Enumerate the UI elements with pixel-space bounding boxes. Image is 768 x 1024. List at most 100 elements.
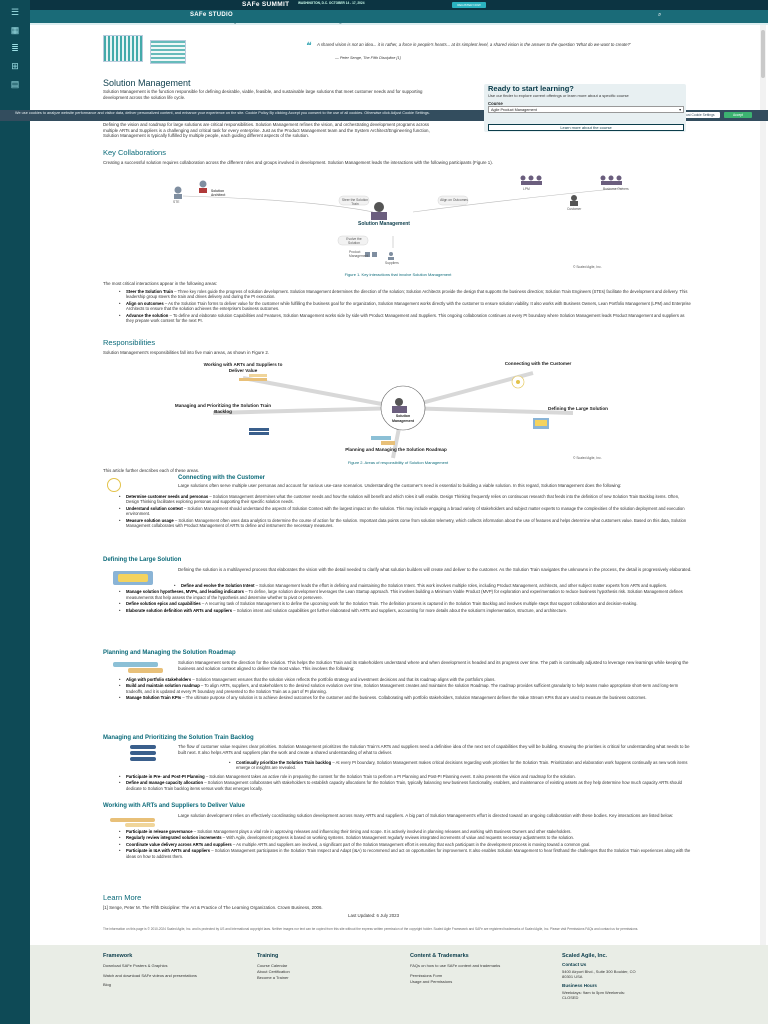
course-finder-subtitle: Use our finder to explore current offeri… bbox=[488, 93, 629, 98]
list-item: Align with portfolio stakeholders – Solu… bbox=[118, 677, 693, 683]
backlog-bullet-list-2: Participate in Pre- and Post-PI Planning… bbox=[118, 774, 693, 792]
footer-company-title: Scaled Agile, Inc. bbox=[562, 953, 608, 959]
figure-2-caption: Figure 2. Areas of responsibility of Sol… bbox=[347, 460, 449, 465]
footer-link[interactable]: Course Calendar bbox=[257, 963, 288, 968]
big-picture-icon[interactable]: ▦ bbox=[10, 25, 20, 35]
list-item: Determine customer needs and personas – … bbox=[118, 494, 693, 505]
list-item: Steer the Solution Train – Three key rol… bbox=[118, 289, 693, 300]
cookie-settings-button[interactable]: Adjust Cookie Settings bbox=[676, 112, 720, 118]
fig1-align-label: Align on Outcomes bbox=[440, 198, 468, 202]
book-icon[interactable]: ▤ bbox=[10, 79, 20, 89]
reference-1: [1] Senge, Peter M. The Fifth Discipline… bbox=[103, 905, 323, 910]
list-item: Elaborate solution definition with ARTs … bbox=[118, 608, 693, 614]
solution-icon-inner bbox=[118, 574, 148, 582]
footer-link[interactable]: Download SAFe Posters & Graphics bbox=[103, 963, 168, 968]
figure-2-svg bbox=[212, 371, 574, 459]
figure-1-svg bbox=[174, 175, 624, 260]
arts-icon bbox=[110, 818, 155, 822]
backlog-icon-3 bbox=[130, 757, 156, 761]
grid-icon[interactable]: ⊞ bbox=[11, 61, 19, 71]
backlog-icon-2 bbox=[130, 751, 156, 755]
footer-contact-title: Contact Us bbox=[562, 962, 587, 967]
figure-2-responsibilities: Working with ARTs and Suppliers to Deliv… bbox=[103, 358, 693, 463]
footer-address: 5400 Airport Blvd., Suite 300 Boulder, C… bbox=[562, 969, 636, 980]
backlog-bullet-list-1: Continually prioritize the Solution Trai… bbox=[228, 760, 693, 772]
footer-framework-title: Framework bbox=[103, 953, 133, 959]
page-title: Solution Management bbox=[103, 78, 191, 88]
define-text: Defining the solution is a multilayered … bbox=[178, 567, 692, 572]
list-item: Manage Solution Train KPIs – The ultimat… bbox=[118, 695, 693, 701]
fig2-area-customer: Connecting with the Customer bbox=[504, 361, 572, 366]
footer-link[interactable]: Permissions Form bbox=[410, 973, 443, 978]
roadmap-icon bbox=[113, 662, 158, 667]
list-item: Regularly review integrated solution inc… bbox=[118, 835, 693, 841]
backlog-text: The flow of customer value requires clea… bbox=[178, 744, 690, 755]
learn-more-course-button[interactable]: Learn more about the course bbox=[488, 124, 684, 131]
intro-paragraph-2: Defining the vision and roadmap for larg… bbox=[103, 122, 430, 139]
summit-banner: SAFe SUMMIT WASHINGTON, D.C. OCTOBER 14 … bbox=[30, 0, 768, 10]
list-item: Define and manage capacity allocation – … bbox=[118, 780, 693, 791]
footer-hours-title: Business Hours bbox=[562, 983, 597, 988]
brand-logo[interactable]: SAFe STUDIO bbox=[190, 12, 233, 18]
course-finder-panel: Ready to start learning? Use our finder … bbox=[484, 84, 686, 132]
solution-train-thumbnail[interactable] bbox=[150, 40, 186, 64]
arts-icon-2 bbox=[125, 823, 155, 827]
left-rail: ☰ ▦ ≣ ⊞ ▤ bbox=[0, 0, 30, 1024]
quote-author: — Peter Senge, The Fifth Discipline [1] bbox=[335, 56, 401, 60]
footer-link[interactable]: Usage and Permissions bbox=[410, 979, 453, 984]
cookie-accept-button[interactable]: Accept bbox=[724, 112, 752, 118]
roadmap-icon-2 bbox=[128, 668, 163, 673]
section-learn-more: Learn More bbox=[103, 893, 142, 902]
resp-text: Solution Management's responsibilities f… bbox=[103, 350, 270, 355]
footer-link[interactable]: Become a Trainer bbox=[257, 975, 289, 980]
footer-link[interactable]: FAQs on how to use SAFe content and trad… bbox=[410, 963, 501, 968]
fig2-area-backlog: Managing and Prioritizing the Solution T… bbox=[174, 403, 272, 414]
list-item: Advance the solution – To define and ela… bbox=[118, 313, 693, 324]
cookie-text: We use cookies to analyze website perfor… bbox=[15, 111, 430, 115]
list-item: Participate in release governance – Solu… bbox=[118, 829, 693, 835]
big-picture-thumbnail[interactable] bbox=[103, 35, 143, 62]
most-critical-text: The most critical interactions appear in… bbox=[103, 281, 218, 286]
footer-link[interactable]: About Certification bbox=[257, 969, 290, 974]
fig1-lpm-label: LPM bbox=[523, 187, 530, 191]
search-icon[interactable]: ⌕ bbox=[658, 12, 662, 18]
fig2-area-define: Defining the Large Solution bbox=[548, 406, 608, 411]
chevron-down-icon: ▾ bbox=[679, 108, 681, 112]
register-button[interactable]: REGISTER NOW bbox=[452, 2, 486, 8]
intro-paragraph: Solution Management is the function resp… bbox=[103, 89, 423, 100]
backlog-icon bbox=[130, 745, 156, 749]
section-defining-solution: Defining the Large Solution bbox=[103, 557, 182, 563]
course-finder-title: Ready to start learning? bbox=[488, 84, 574, 93]
scrollbar-thumb[interactable] bbox=[761, 30, 765, 78]
last-updated: Last Updated: 6 July 2023 bbox=[348, 913, 400, 918]
course-select[interactable]: Agile Product Management ▾ bbox=[488, 106, 684, 113]
footer-link[interactable]: Blog bbox=[103, 982, 112, 987]
list-item: Participate in Pre- and Post-PI Planning… bbox=[118, 774, 693, 780]
list-item: Understand solution context – Solution M… bbox=[118, 506, 693, 517]
copyright-disclaimer: The information on this page is © 2010-2… bbox=[103, 927, 639, 931]
connect-bullet-list: Determine customer needs and personas – … bbox=[118, 494, 693, 530]
scrollbar-track[interactable] bbox=[760, 25, 766, 1024]
arts-text: Large solution development relies on eff… bbox=[178, 813, 674, 818]
footer-content-title: Content & Trademarks bbox=[410, 953, 469, 959]
article-intro: This article further describes each of t… bbox=[103, 468, 200, 473]
fig1-customer-label: Customer bbox=[567, 207, 582, 211]
section-responsibilities: Responsibilities bbox=[103, 338, 156, 347]
fig2-area-arts: Working with ARTs and Suppliers to Deliv… bbox=[203, 362, 283, 373]
define-bullet-list: Define and evolve the Solution Intent – … bbox=[118, 583, 693, 614]
course-select-value: Agile Product Management bbox=[491, 108, 537, 112]
fig1-ste-label: STE bbox=[173, 200, 180, 204]
section-arts: Working with ARTs and Suppliers to Deliv… bbox=[103, 803, 245, 809]
main-nav: SAFe STUDIO ⌕ bbox=[30, 10, 768, 23]
quote-text: A shared vision is not an idea... it is … bbox=[317, 42, 631, 47]
fig1-owners-label: Business Owners bbox=[603, 187, 629, 191]
list-item: Coordinate value delivery across ARTs an… bbox=[118, 842, 693, 848]
key-collab-text: Creating a successful solution requires … bbox=[103, 160, 493, 165]
footer-link[interactable]: Watch and download SAFe videos and prese… bbox=[103, 973, 197, 978]
collab-bullet-list: Steer the Solution Train – Three key rol… bbox=[118, 289, 693, 325]
figure-1-caption: Figure 1. Key interactions that involve … bbox=[344, 272, 452, 277]
figure-1-key-interactions: STE Solution Architect Steer the Solutio… bbox=[103, 170, 693, 275]
menu-icon[interactable]: ☰ bbox=[10, 7, 20, 17]
list-item: Measure solution usage – Solution Manage… bbox=[118, 518, 693, 529]
layers-icon[interactable]: ≣ bbox=[11, 43, 19, 53]
